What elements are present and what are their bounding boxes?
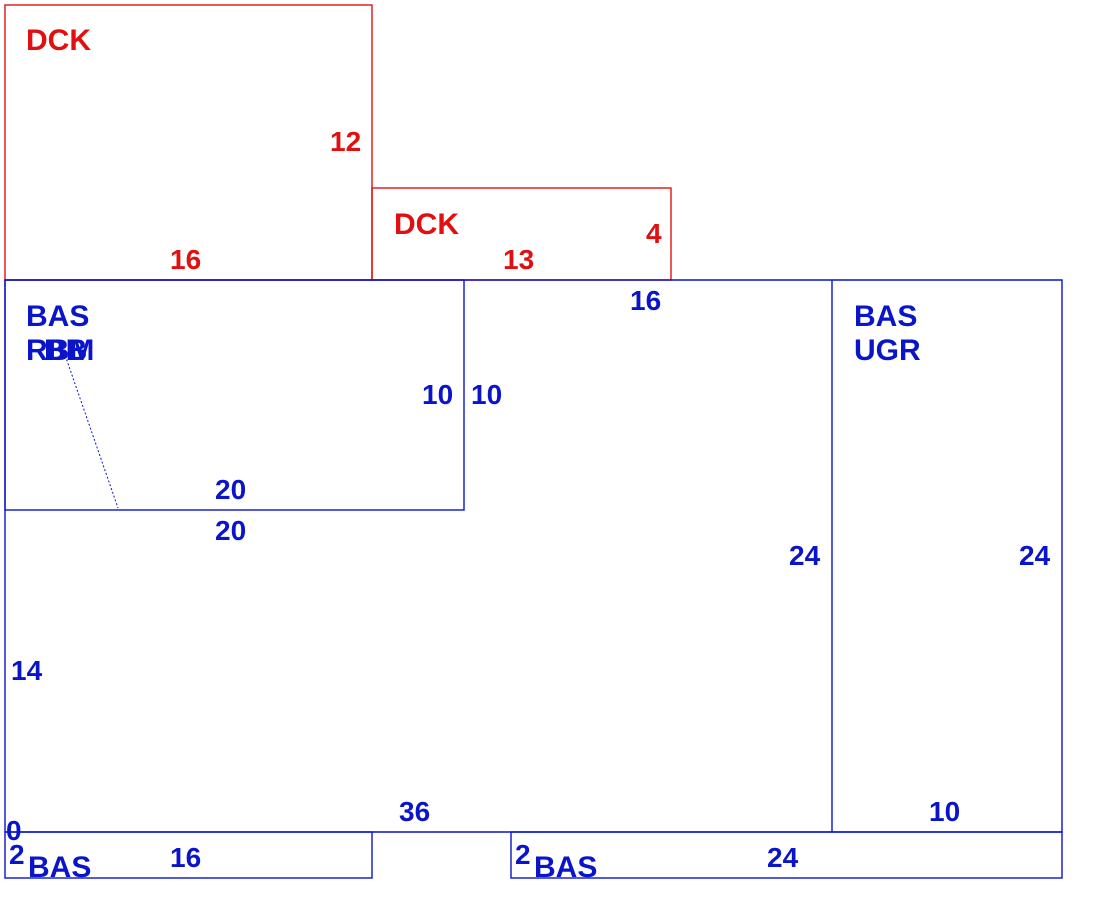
dim-ugr-bottom: 10 — [929, 796, 960, 827]
dim-strip-left-length: 16 — [170, 842, 201, 873]
deck-lower-label: DCK — [394, 208, 459, 241]
basement-outlines — [4, 279, 1063, 879]
bas-strip-right-outline[interactable] — [510, 831, 1063, 879]
dim-main-top: 16 — [630, 285, 661, 316]
dimension-labels: 12 16 4 13 16 10 10 20 20 24 24 14 36 10… — [6, 126, 1051, 873]
dim-main-inner-side: 10 — [471, 379, 502, 410]
deck-upper-label: DCK — [26, 24, 91, 57]
dim-strip-right-length: 24 — [767, 842, 799, 873]
dim-main-step: 20 — [215, 515, 246, 546]
rbm-room-outline[interactable] — [4, 279, 465, 511]
dim-deck-lower-side: 4 — [646, 218, 662, 249]
dim-main-right: 24 — [789, 540, 821, 571]
bas-rbm-label: BAS — [26, 300, 89, 333]
dim-strip-left-side: 2 — [9, 839, 25, 870]
dim-zero-mark: 0 — [6, 815, 22, 846]
bas-strip-left-outline[interactable] — [4, 831, 373, 879]
dim-deck-lower-bottom: 13 — [503, 244, 534, 275]
rbm-leader-line — [63, 351, 119, 509]
dim-deck-upper-side: 12 — [330, 126, 361, 157]
bas-ugr-label: BAS — [854, 300, 917, 333]
ugr-sub-label: UGR — [854, 334, 921, 367]
rbm-sub-label: RBM — [26, 334, 94, 367]
dim-main-bottom: 36 — [399, 796, 430, 827]
dim-ugr-right: 24 — [1019, 540, 1051, 571]
dim-main-left: 14 — [11, 655, 43, 686]
dim-rbm-bottom: 20 — [215, 474, 246, 505]
area-labels: DCK DCK BAS RBM BB BAS UGR BAS BAS — [26, 24, 921, 884]
dim-deck-upper-bottom: 16 — [170, 244, 201, 275]
rbm-overlap-label: BB — [44, 334, 87, 367]
dim-strip-right-side: 2 — [515, 839, 531, 870]
bas-strip-right-label: BAS — [534, 851, 597, 884]
bas-strip-left-label: BAS — [28, 851, 91, 884]
dim-rbm-side: 10 — [422, 379, 453, 410]
